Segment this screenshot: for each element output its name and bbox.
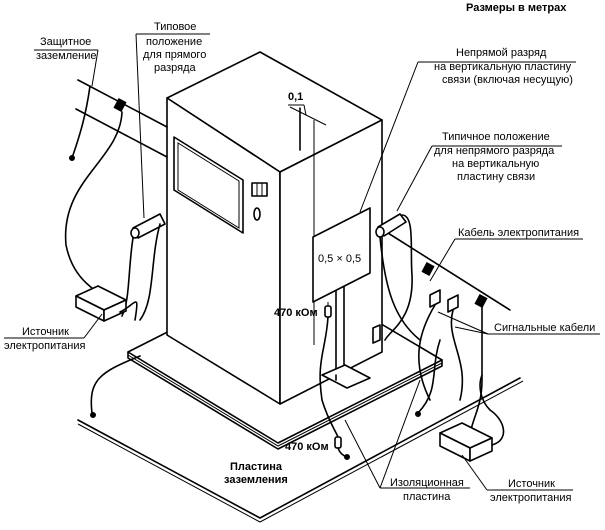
protective-ground-lines <box>64 79 168 289</box>
equipment-cabinet <box>166 51 383 405</box>
esd-gun-right <box>375 213 421 341</box>
label-indirect-vertical-3: связи (включая несущую) <box>442 74 573 86</box>
label-power-source-left-2: электропитания <box>4 340 85 352</box>
bleed-resistor-lower <box>334 436 350 460</box>
bleed-resistor-upper <box>319 302 339 438</box>
button-panel <box>251 182 268 197</box>
units-note: Размеры в метрах <box>466 2 567 14</box>
signal-connectors <box>372 289 464 417</box>
label-typical-indirect-2: для непрямого разряда <box>434 145 555 157</box>
vcp-size-label: 0,5 × 0,5 <box>318 253 361 265</box>
label-insulation-plate-2: пластина <box>403 491 451 503</box>
indicator <box>253 207 261 221</box>
label-typical-indirect-1: Типичное положение <box>442 131 550 143</box>
label-typical-indirect-4: пластину связи <box>457 171 535 183</box>
label-typical-indirect-3: на вертикальную <box>452 158 539 170</box>
display-screen <box>173 136 244 234</box>
labels: Размеры в метрах Защитное заземление Тип… <box>4 2 595 504</box>
esd-gun-left <box>121 213 166 321</box>
distance-dimension: 0,1 <box>288 91 327 345</box>
distance-label: 0,1 <box>288 91 303 103</box>
label-ground-plane-1: Пластина <box>230 461 283 473</box>
label-typical-direct-3: для прямого <box>143 49 206 61</box>
label-power-source-right-1: Источник <box>508 478 555 490</box>
label-signal-cables: Сигнальные кабели <box>494 322 595 334</box>
label-resistor-lower: 470 кОм <box>285 441 329 453</box>
label-protective-ground-1: Защитное <box>40 36 91 48</box>
label-protective-ground-2: заземление <box>36 50 97 62</box>
label-typical-direct-1: Типовое <box>154 21 196 33</box>
label-resistor-upper: 470 кОм <box>274 307 318 319</box>
leader-lines <box>4 33 600 491</box>
power-source-right <box>439 374 505 462</box>
label-indirect-vertical-2: на вертикальную пластину <box>434 61 572 73</box>
power-source-left <box>75 285 141 418</box>
label-indirect-vertical-1: Непрямой разряд <box>456 47 547 59</box>
label-typical-direct-4: разряда <box>154 62 197 74</box>
label-typical-direct-2: положение <box>146 36 202 48</box>
label-insulation-plate-1: Изоляционная <box>390 477 464 489</box>
label-ground-plane-2: заземления <box>224 474 288 486</box>
label-power-source-left-1: Источник <box>22 326 69 338</box>
vertical-coupling-plane: 0,5 × 0,5 <box>312 207 371 389</box>
label-power-source-right-2: электропитания <box>490 492 571 504</box>
label-power-cable: Кабель электропитания <box>458 227 579 239</box>
ground-plane <box>77 377 524 523</box>
